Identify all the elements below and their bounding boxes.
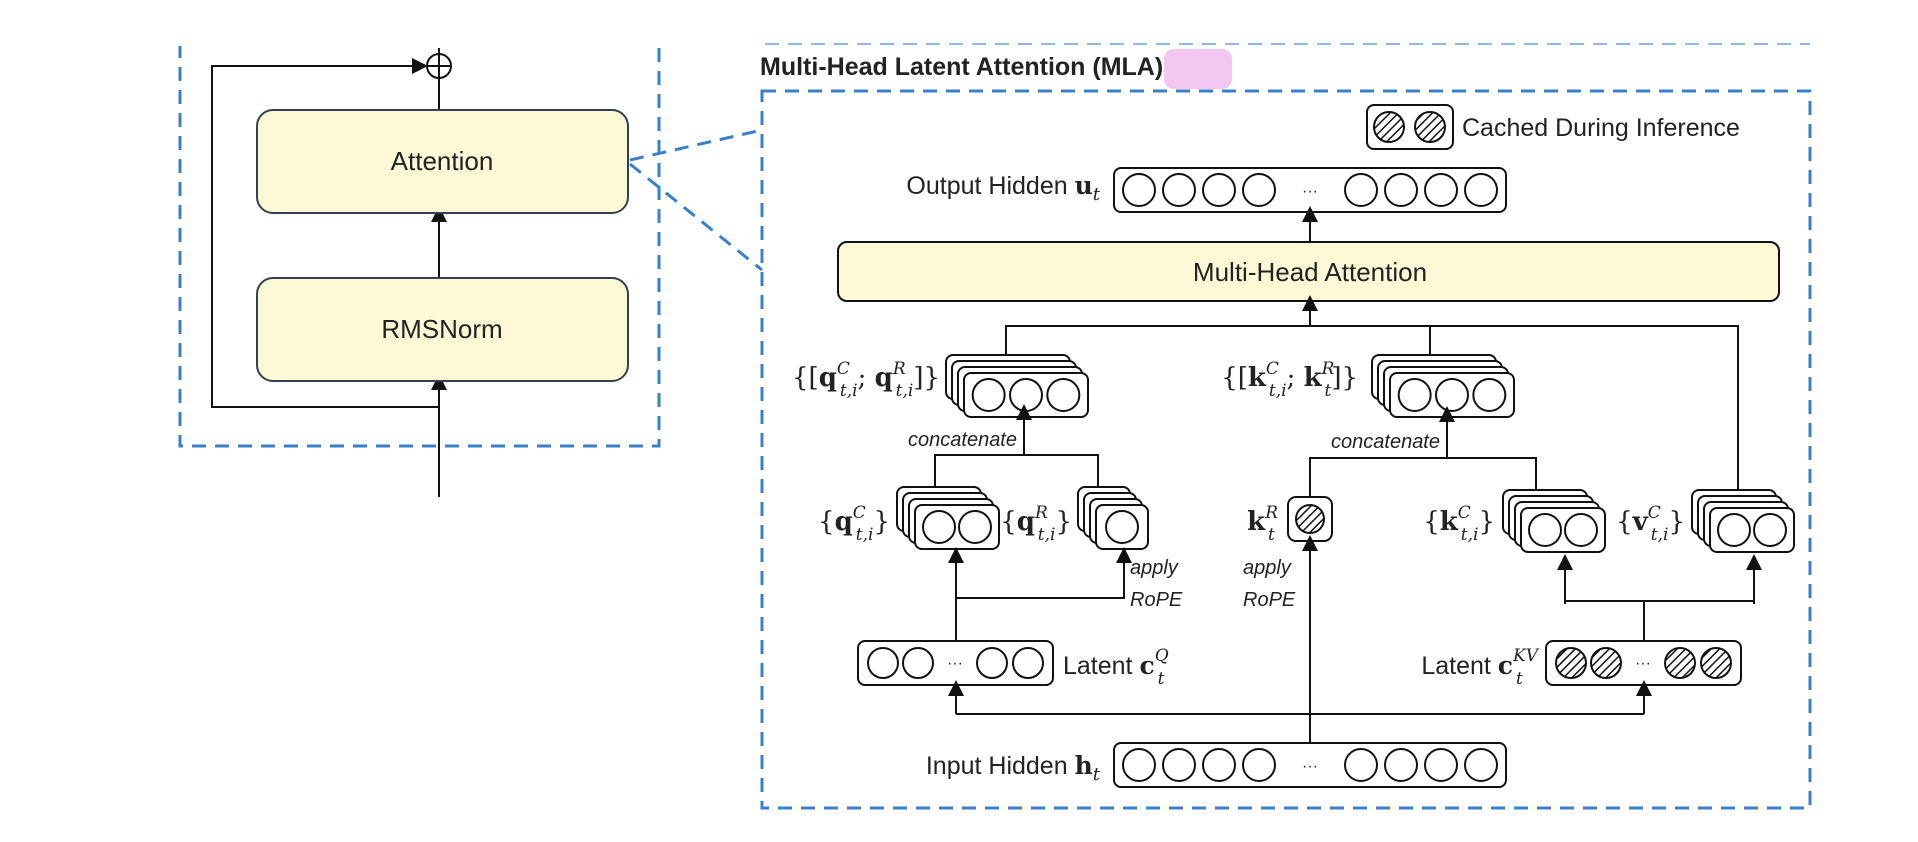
node-icon [922, 510, 956, 544]
svg-text:···: ··· [947, 655, 963, 672]
hatched-node-icon [1700, 647, 1732, 679]
node-icon [1242, 748, 1276, 782]
attention-box[interactable]: Attention [256, 109, 629, 214]
hatched-node-icon [1295, 504, 1325, 534]
node-icon [1344, 173, 1378, 207]
multi-head-attention-box[interactable]: Multi-Head Attention [837, 241, 1780, 302]
output-nodes [1122, 173, 1498, 207]
node-icon [971, 378, 1006, 412]
concatenate-label-q: concatenate [908, 429, 1017, 451]
node-icon [1528, 513, 1562, 547]
node-icon [1344, 748, 1378, 782]
transformer-block: Attention RMSNorm [176, 38, 666, 497]
node-icon [1202, 173, 1236, 207]
node-icon [1464, 173, 1498, 207]
node-icon [1122, 748, 1156, 782]
kr-node [1287, 496, 1333, 542]
mha-label: Multi-Head Attention [1193, 257, 1427, 287]
hatched-node-icon [1414, 111, 1446, 143]
node-icon [958, 510, 992, 544]
residual-connection [211, 58, 439, 408]
node-icon [1717, 513, 1751, 547]
q-concat-stack [945, 354, 1089, 418]
node-icon [1384, 748, 1418, 782]
zoom-connector-top [629, 128, 763, 162]
hatched-node-icon [1555, 647, 1587, 679]
node-icon [1162, 748, 1196, 782]
hatched-node-icon [1373, 111, 1405, 143]
mla-panel: Multi-Head Latent Attention (MLA) Cached… [760, 43, 1812, 810]
input-hidden-label: Input Hidden ht [926, 751, 1101, 785]
concatenate-label-k: concatenate [1331, 431, 1440, 453]
block-dashed-border [178, 42, 661, 448]
node-icon [1242, 173, 1276, 207]
node-icon [1435, 378, 1469, 412]
k-concat-stack [1371, 354, 1515, 418]
vc-stack [1691, 489, 1795, 553]
mla-highlight [1164, 49, 1232, 89]
node-icon [1564, 513, 1598, 547]
node-icon [1464, 748, 1498, 782]
hatched-node-icon [1664, 647, 1696, 679]
kc-stack [1502, 489, 1606, 553]
node-icon [1012, 647, 1044, 679]
node-icon [1424, 748, 1458, 782]
mla-title: Multi-Head Latent Attention (MLA) [760, 53, 1163, 81]
node-icon [1122, 173, 1156, 207]
node-icon [902, 647, 934, 679]
attention-label: Attention [391, 146, 494, 176]
legend-cached: Cached During Inference [1366, 104, 1740, 150]
svg-text:···: ··· [1635, 655, 1651, 672]
apply-label-q: apply [1130, 557, 1179, 579]
latent-q: ··· [857, 640, 1054, 686]
mla-dashed-border [760, 89, 1812, 810]
qr-stack [1077, 486, 1149, 550]
input-hidden: ··· [1113, 742, 1507, 788]
node-icon [1202, 748, 1236, 782]
hatched-node-icon [1590, 647, 1622, 679]
svg-text:···: ··· [1302, 758, 1318, 775]
rmsnorm-box[interactable]: RMSNorm [256, 277, 629, 382]
node-icon [1162, 173, 1196, 207]
node-icon [1397, 378, 1432, 412]
node-icon [867, 647, 899, 679]
rope-label-q: RoPE [1130, 589, 1183, 611]
rope-label-k: RoPE [1243, 589, 1296, 611]
node-icon [1424, 173, 1458, 207]
apply-label-k: apply [1243, 557, 1292, 579]
legend-label: Cached During Inference [1462, 114, 1740, 142]
output-hidden-label: Output Hidden ut [906, 171, 1100, 205]
qc-stack [896, 486, 1000, 550]
node-icon [1105, 510, 1139, 544]
svg-text:···: ··· [1302, 183, 1318, 200]
output-hidden: Output Hidden ut ··· [906, 167, 1507, 213]
zoom-connector-bottom [629, 162, 763, 272]
rmsnorm-label: RMSNorm [381, 314, 502, 344]
node-icon [1472, 378, 1507, 412]
node-icon [1384, 173, 1418, 207]
node-icon [1046, 378, 1081, 412]
node-icon [976, 647, 1008, 679]
node-icon [1009, 378, 1043, 412]
node-icon [1753, 513, 1787, 547]
latent-kv: ··· [1545, 640, 1742, 686]
